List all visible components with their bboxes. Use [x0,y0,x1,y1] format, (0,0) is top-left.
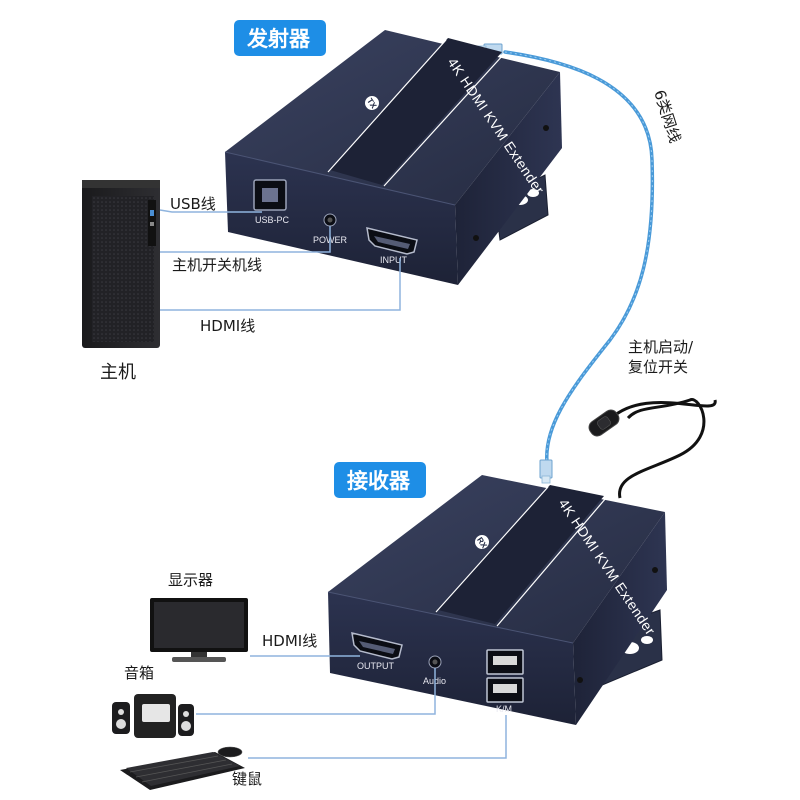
speaker-icon [112,694,194,738]
reset-switch-cable [588,398,717,499]
switch-label-line1: 主机启动/ [628,338,694,356]
power-jack [323,213,337,227]
keyboard-mouse-icon [120,746,245,790]
input-port-label: INPUT [380,255,408,265]
hdmi-output-port [351,632,403,660]
audio-jack [428,655,442,669]
km-port-label: K/M [496,704,512,714]
receiver-title-badge: 接收器 [334,462,426,498]
receiver-box: OUTPUT Audio K/M 4K HDMI KVM Extender RX [327,475,667,725]
svg-text:发射器: 发射器 [246,27,311,51]
switch-label-line2: 复位开关 [628,358,688,376]
rx-badge: RX [475,535,489,550]
switch-icon [588,409,620,437]
svg-text:接收器: 接收器 [347,469,411,493]
host-label: 主机 [100,362,136,383]
usb-port-label: USB-PC [255,215,290,225]
hdmi-cable-tx-label: HDMI线 [200,317,255,335]
monitor-label: 显示器 [168,571,213,589]
transmitter-box: USB-PC POWER INPUT 4K HDMI KVM Extender … [224,30,562,285]
rx-connection-lines [196,655,507,759]
keyboard-mouse-label: 键鼠 [232,770,262,788]
cat6-cable-label: 6类网线 [650,88,684,145]
power-switch-cable-label: 主机开关机线 [172,256,262,274]
hdmi-input-port [366,227,418,255]
tx-connection-lines [159,209,401,311]
host-pc-icon [82,180,160,348]
rj45-connector-bottom [539,459,553,484]
tx-badge: TX [365,96,379,111]
monitor-icon [150,598,248,662]
speaker-label: 音箱 [124,664,154,682]
usb-b-port [253,179,287,211]
transmitter-title-badge: 发射器 [234,20,326,56]
usb-cable-label: USB线 [170,195,216,213]
usb-a-ports [486,649,524,703]
hdmi-cable-rx-label: HDMI线 [262,632,317,650]
output-port-label: OUTPUT [357,661,395,671]
